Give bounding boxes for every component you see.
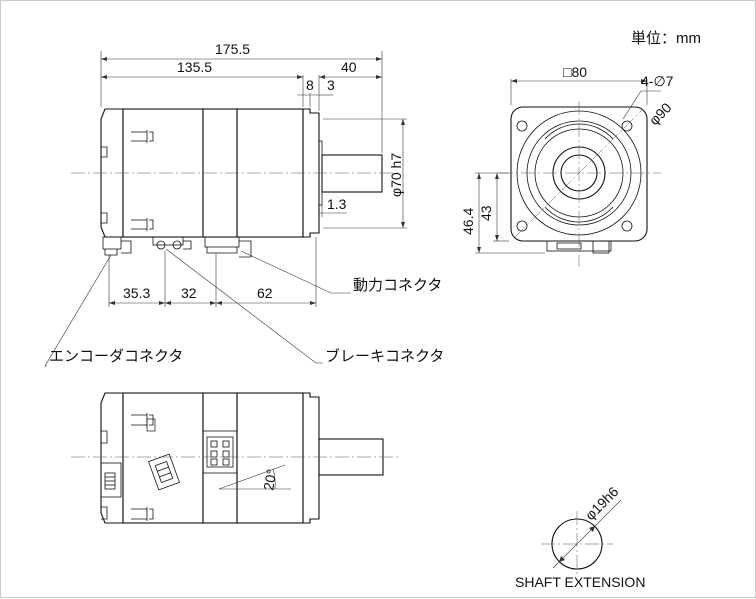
dim-shaft-length: 40 — [341, 59, 357, 75]
dim-power-position: 62 — [257, 285, 273, 301]
dim-angle: 20° — [260, 468, 279, 492]
unit-label: 単位：mm — [631, 30, 701, 47]
label-power-connector: 動力コネクタ — [353, 277, 442, 294]
dim-body-length: 135.5 — [177, 59, 212, 75]
dim-flange-thickness: 3 — [327, 77, 335, 93]
side-view-top — [44, 51, 407, 367]
dim-pcd: φ90 — [646, 99, 675, 128]
dim-height-43: 43 — [478, 205, 494, 221]
label-encoder-connector: エンコーダコネクタ — [49, 348, 183, 365]
dim-brake-position: 32 — [181, 285, 197, 301]
shaft-extension — [541, 499, 622, 577]
dim-shaft-diameter: φ19h6 — [582, 483, 622, 523]
front-view — [475, 79, 661, 267]
label-shaft-extension: SHAFT EXTENSION — [515, 574, 645, 590]
encoder-connector-top — [102, 236, 132, 256]
dim-height-46: 46.4 — [460, 208, 476, 235]
dim-overall-length: 175.5 — [215, 41, 250, 57]
dim-pilot-diameter: φ70 h7 — [388, 153, 404, 197]
label-brake-connector: ブレーキコネクタ — [325, 347, 444, 365]
dim-flange-step: 8 — [306, 77, 314, 93]
dim-encoder-position: 35.3 — [123, 285, 150, 301]
dim-square: □80 — [563, 64, 587, 80]
power-connector-top — [204, 236, 252, 258]
side-view-bottom — [71, 392, 401, 524]
brake-connector-top — [152, 236, 192, 250]
dim-pilot-depth: 1.3 — [327, 196, 347, 212]
dim-holes: 4-∅7 — [641, 73, 674, 89]
